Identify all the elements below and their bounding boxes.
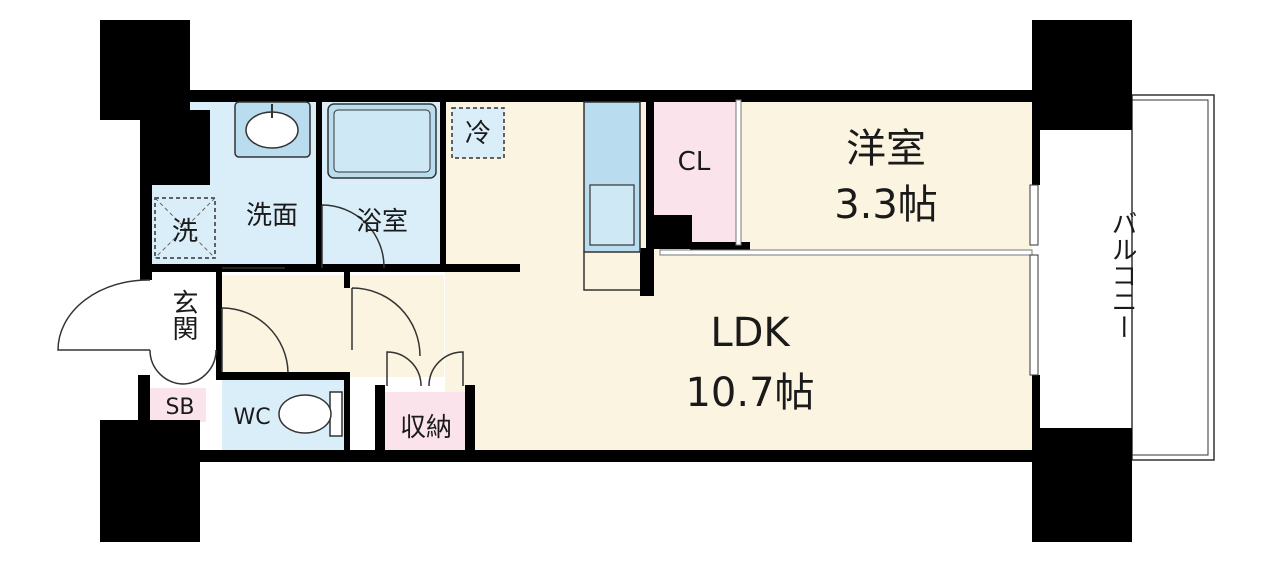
column-top-right [1032,20,1132,130]
ldk-name: LDK [710,310,791,356]
storage-label: 収納 [400,413,452,443]
wall-wash-bath [316,100,322,268]
western-room-floor [740,100,1032,250]
wall-top [190,90,1032,102]
closet-sliding-door [735,99,742,246]
wall-storage-left [375,385,385,452]
washer-cross-b [154,197,216,259]
ldk-size: 10.7帖 [685,370,814,416]
wall-storage-right [465,385,475,452]
fridge-label: 冷 [465,119,491,149]
entrance-inner-door[interactable] [149,349,217,385]
kitchen-sink [589,184,635,246]
hall-door[interactable] [351,287,421,357]
entrance-floor [150,275,218,375]
wall-toilet-top [218,372,348,380]
column-mid-left [140,110,210,185]
toilet-bowl [278,394,332,434]
wall-closet-left [646,100,654,248]
wall-toilet-right [344,372,350,452]
wall-western-bottom [690,242,750,250]
fridge-space [451,107,505,159]
balcony-area [1131,94,1215,461]
wall-right-upper [1032,90,1040,185]
bathtub-inner [333,109,431,173]
toilet-tank [329,391,343,437]
closet-label: CL [678,147,711,177]
column-bottom-left [100,420,200,542]
bath-door[interactable] [321,204,385,269]
balcony-rail [1131,99,1209,456]
window-western[interactable] [1029,184,1039,246]
washer-label: 洗 [172,217,198,247]
wall-hall-post [344,270,350,288]
balcony-label: バルコニー [1107,210,1137,340]
entrance-door[interactable] [57,279,151,351]
washroom-label: 洗面 [246,201,298,231]
wall-wet-bottom [148,264,520,272]
column-top-left [100,20,190,120]
wall-kitchen-post [640,248,654,296]
storage-doors[interactable] [386,351,464,387]
wall-closet-corner [646,215,692,249]
western-room-name: 洋室 [846,126,926,172]
kitchen-base [583,252,640,291]
storage-floor [385,392,465,452]
hall-floor [222,275,444,377]
entrance-label: 玄関 [168,289,198,341]
toilet-label: WC [233,405,270,430]
western-room-size: 3.3帖 [834,182,938,228]
shoe-box-floor [150,388,206,422]
wall-bottom [200,450,1032,462]
wall-right-lower [1032,375,1040,460]
wall-entrance-right [216,270,222,380]
shoe-box-label: SB [165,395,194,420]
wall-bath-ldk [440,100,446,270]
column-bottom-right [1032,428,1132,542]
window-ldk[interactable] [1029,254,1039,376]
bathroom-label: 浴室 [356,207,408,237]
toilet-door[interactable] [221,307,289,373]
partition-western-ldk [659,249,1033,256]
